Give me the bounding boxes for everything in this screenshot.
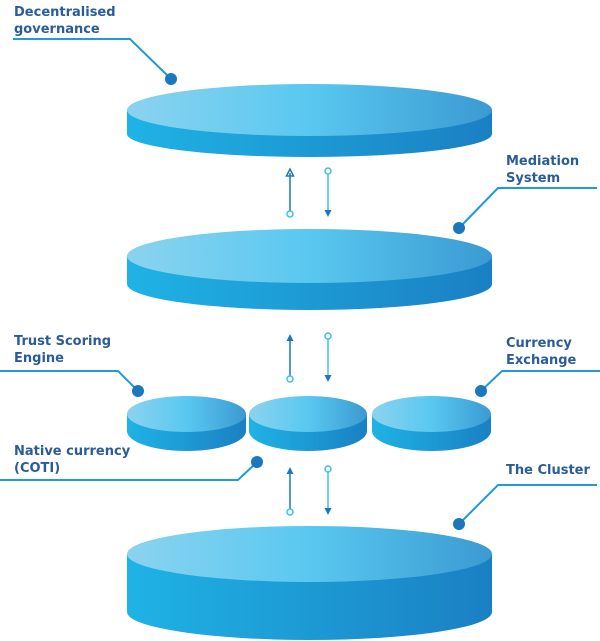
- leader-native-currency: [0, 456, 263, 481]
- disk-top: [127, 84, 492, 136]
- label-decentralised-governance: Decentralised governance: [14, 5, 116, 37]
- disk-decentralised-governance: [127, 84, 492, 157]
- disk-top: [127, 396, 246, 432]
- label-the-cluster: The Cluster: [506, 463, 590, 478]
- disk-the-cluster: [127, 526, 492, 640]
- callout-dot: [453, 518, 465, 530]
- label-trust-scoring-engine: Trust Scoring Engine: [14, 334, 112, 366]
- arrow-up-icon: [286, 467, 294, 516]
- arrow-down-icon: [324, 465, 332, 515]
- callout-dot: [453, 222, 465, 234]
- arrow-pair-3: [286, 465, 332, 516]
- leader-decentralised-governance: [13, 38, 177, 85]
- arrow-pair-1: [285, 167, 332, 218]
- disk-top: [127, 229, 492, 283]
- disk-top: [372, 396, 491, 432]
- disk-top: [249, 396, 367, 432]
- label-native-currency: Native currency (COTI): [14, 444, 131, 476]
- arrow-up-icon: [286, 334, 294, 383]
- arrow-up-icon: [285, 167, 295, 218]
- disk-native-currency: [249, 396, 367, 451]
- arrow-pair-2: [286, 332, 332, 383]
- label-currency-exchange: Currency Exchange: [506, 336, 577, 368]
- callout-dot: [132, 385, 144, 397]
- callout-dot: [475, 385, 487, 397]
- label-mediation-system: Mediation System: [506, 154, 580, 186]
- disk-currency-exchange: [372, 396, 491, 452]
- leader-trust-scoring-engine: [0, 370, 144, 397]
- disk-trust-scoring-engine: [127, 396, 246, 452]
- leader-the-cluster: [453, 484, 597, 530]
- leader-mediation-system: [453, 187, 597, 234]
- leader-currency-exchange: [475, 370, 600, 397]
- callout-dot: [251, 456, 263, 468]
- callout-dot: [165, 73, 177, 85]
- arrow-down-icon: [324, 332, 332, 382]
- disk-top: [127, 526, 492, 582]
- disk-mediation-system: [127, 229, 492, 311]
- arrow-down-icon: [324, 167, 332, 217]
